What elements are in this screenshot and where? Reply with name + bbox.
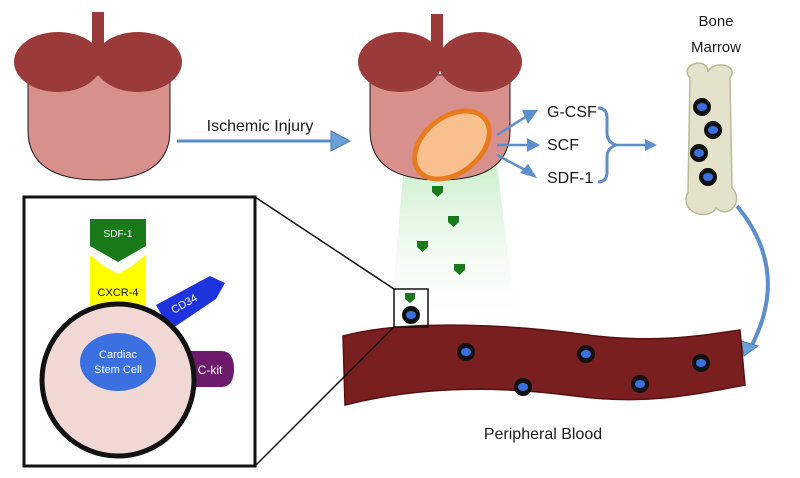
factor-label-gcsf: G-CSF [547, 104, 597, 121]
cell-nucleus [80, 333, 156, 391]
sdf1-droplet [432, 186, 443, 197]
inset-panel: SDF-1 CD34 C-kit CXCR-4 Cardiac Stem Cel… [22, 195, 257, 468]
cd34-marker [156, 276, 225, 330]
injured-heart-atrium-left [358, 32, 442, 92]
blood-cell-nucleus [696, 359, 706, 367]
cell-label-line2: Stem Cell [94, 364, 142, 376]
zoom-line-top [254, 196, 395, 290]
ckit-label: C-kit [198, 363, 223, 377]
blood-cell-nucleus [518, 383, 528, 391]
cell-label-line1: Cardiac [99, 349, 137, 361]
sdf1-droplets [417, 186, 465, 275]
cxcr4-label: CXCR-4 [98, 287, 139, 299]
injured-heart-aorta [431, 14, 443, 54]
blood-cell-nucleus [635, 380, 645, 388]
blood-stem-cells [457, 343, 710, 396]
heart-aorta [92, 12, 104, 52]
cxcr4-receptor [90, 255, 146, 306]
sdf1-droplet [448, 216, 459, 227]
sdf1-droplet [417, 241, 428, 252]
blood-cell-nucleus [581, 350, 591, 358]
infarct-zone [412, 108, 492, 182]
heart-atrium-right [94, 32, 182, 92]
injured-heart [358, 14, 522, 182]
heart-atrium-left [14, 32, 102, 92]
factor-release-arrows [496, 114, 530, 173]
bone [685, 62, 738, 216]
marrow-cell-nucleus [703, 173, 713, 181]
factor-brace [597, 106, 621, 184]
bone-shape [685, 62, 738, 216]
zoom-source-droplet [405, 293, 415, 303]
zoom-source-cell-nucleus [406, 311, 416, 319]
heart-body [27, 74, 171, 181]
sdf1-ligand [90, 219, 146, 262]
brace-to-bone-arrow [617, 139, 657, 151]
sdf1-ligand-label: SDF-1 [104, 229, 133, 240]
marrow-stem-cells [690, 98, 722, 186]
injured-heart-atrium-right [438, 32, 522, 92]
zoom-source-box [393, 288, 429, 328]
factor-label-sdf1: SDF-1 [547, 170, 593, 187]
marrow-label: Marrow [691, 39, 741, 56]
homing-signal-beam [388, 165, 519, 345]
bone-label: Bone [698, 13, 733, 30]
bone-to-blood-arrow [735, 204, 770, 357]
blood-vessel [342, 324, 746, 406]
marrow-cell-nucleus [694, 149, 704, 157]
ischemic-injury-arrow [177, 130, 352, 152]
sdf1-droplet [454, 264, 465, 275]
marrow-cell-nucleus [697, 103, 707, 111]
healthy-heart [14, 12, 182, 181]
factor-label-scf: SCF [547, 137, 579, 154]
factor-arrowheads [520, 110, 540, 178]
marrow-cell-nucleus [708, 126, 718, 134]
peripheral-blood-label: Peripheral Blood [484, 426, 602, 443]
blood-cell-nucleus [461, 348, 471, 356]
zoom-line-bottom [254, 326, 395, 467]
ischemic-injury-label: Ischemic Injury [207, 118, 314, 135]
